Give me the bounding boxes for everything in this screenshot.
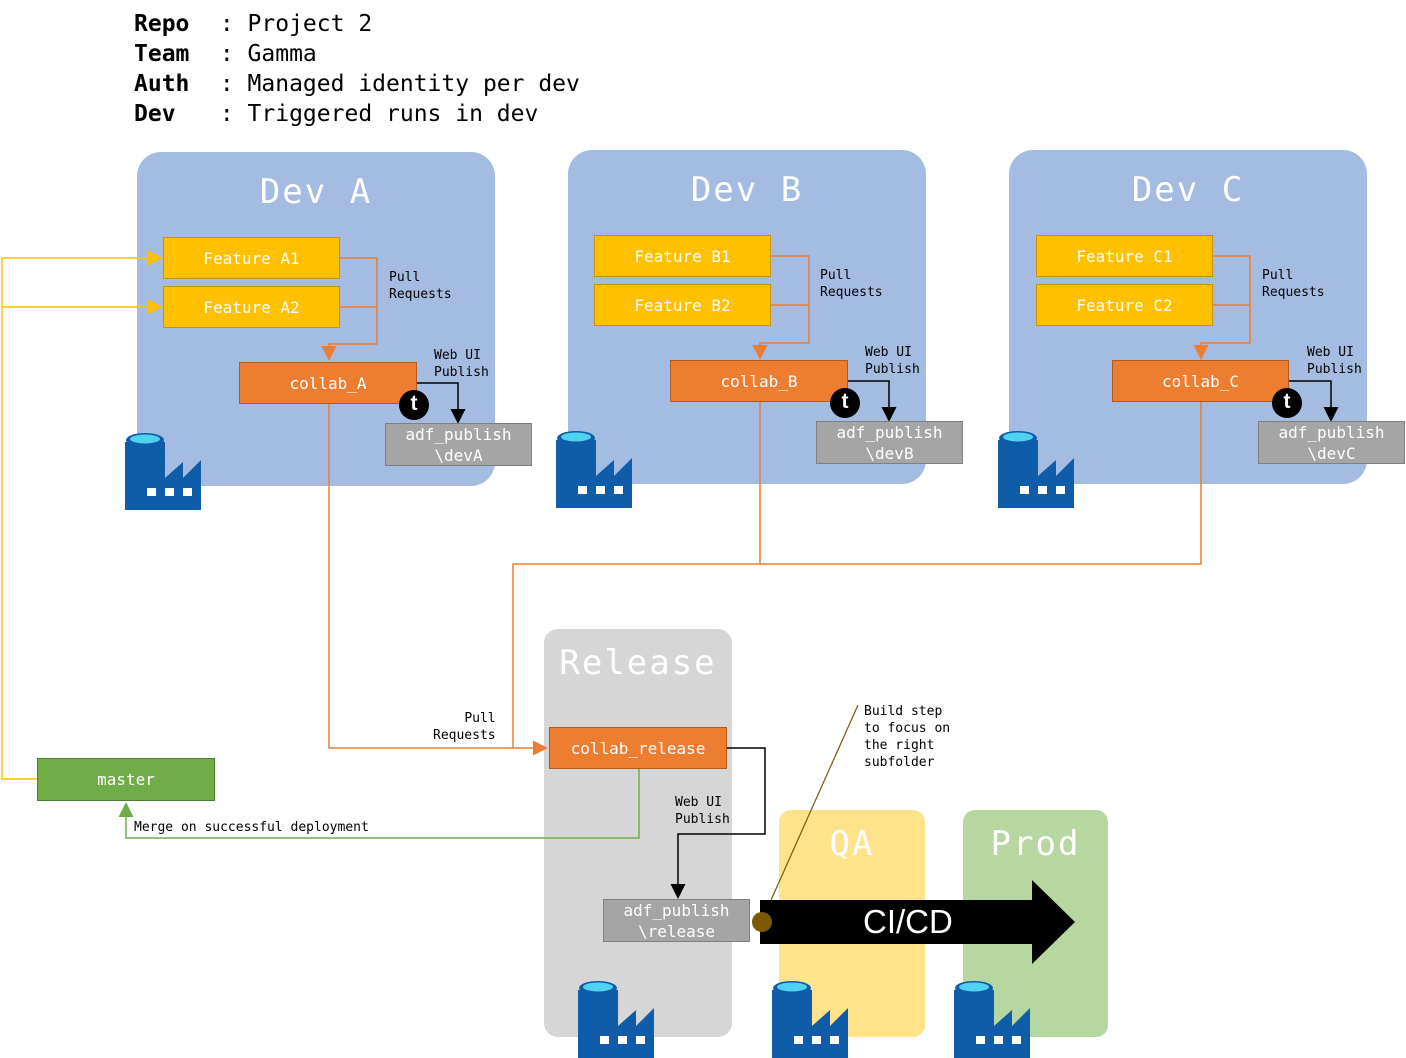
header-separator: :: [206, 11, 248, 37]
dev-a-pull-request-lines: [321, 257, 378, 361]
web-ui-publish-lines: [417, 380, 1339, 899]
header-key: Dev: [134, 101, 176, 127]
feature-c1[interactable]: Feature C1: [1036, 235, 1213, 277]
feature-b2[interactable]: Feature B2: [594, 284, 771, 326]
header-team: Team : Gamma: [134, 39, 317, 69]
header-dev-value: Triggered runs in dev: [247, 101, 539, 127]
trigger-icon: t: [399, 390, 429, 420]
env-title: Dev C: [1131, 170, 1245, 210]
trigger-icon: t: [1272, 388, 1302, 418]
env-title: Prod: [990, 824, 1081, 864]
collab-to-release-lines: [328, 402, 1202, 756]
pull-requests-note: Pull Requests: [1262, 268, 1325, 300]
data-factory-icon: [998, 431, 1074, 508]
merge-to-master-line: [118, 769, 640, 839]
env-title: Release: [559, 643, 717, 683]
data-factory-icon: [954, 981, 1030, 1058]
header-auth-value: Managed identity per dev: [247, 71, 580, 97]
web-ui-publish-note: Web UI Publish: [675, 795, 730, 827]
adf-publish-dev-a[interactable]: adf_publish \devA: [385, 423, 532, 466]
data-factory-icon: [772, 981, 848, 1058]
web-ui-publish-note: Web UI Publish: [434, 348, 489, 380]
header-repo-value: Project 2: [247, 11, 373, 37]
header-key: Repo: [134, 11, 190, 37]
header-separator: :: [206, 101, 248, 127]
build-note-callout-line: [762, 704, 859, 919]
header-key: Auth: [134, 71, 190, 97]
collab-c[interactable]: collab_C: [1112, 360, 1289, 402]
header-auth: Auth : Managed identity per dev: [134, 69, 580, 99]
collab-a[interactable]: collab_A: [239, 362, 417, 404]
master-to-features-lines: [1, 250, 163, 780]
header-team-value: Gamma: [247, 41, 317, 67]
collab-release[interactable]: collab_release: [549, 727, 727, 769]
header-separator: :: [206, 41, 248, 67]
dev-b-pull-request-lines: [752, 255, 810, 360]
feature-b1[interactable]: Feature B1: [594, 235, 771, 277]
master-branch[interactable]: master: [37, 758, 215, 801]
adf-publish-dev-b[interactable]: adf_publish \devB: [816, 421, 963, 464]
header-dev: Dev : Triggered runs in dev: [134, 99, 538, 129]
pull-requests-note: Pull Requests: [820, 268, 883, 300]
header-key: Team: [134, 41, 190, 67]
pull-requests-note: Pull Requests: [389, 270, 452, 302]
env-title: Dev B: [690, 170, 804, 210]
pull-requests-note: Pull Requests: [433, 711, 496, 743]
web-ui-publish-note: Web UI Publish: [865, 345, 920, 377]
trigger-icon: t: [830, 388, 860, 418]
header-repo: Repo : Project 2: [134, 9, 372, 39]
data-factory-icon: [578, 981, 654, 1058]
env-release: Release: [544, 629, 732, 1037]
feature-a1[interactable]: Feature A1: [163, 237, 340, 279]
data-factory-icon: [556, 431, 632, 508]
data-factory-icon: [125, 433, 201, 510]
collab-b[interactable]: collab_B: [670, 360, 848, 402]
adf-publish-release[interactable]: adf_publish \release: [603, 899, 750, 942]
build-step-note: Build step to focus on the right subfold…: [864, 704, 951, 770]
env-title: Dev A: [259, 172, 373, 212]
env-title: QA: [829, 824, 875, 864]
feature-c2[interactable]: Feature C2: [1036, 284, 1213, 326]
cicd-label: CI/CD: [863, 903, 953, 940]
dev-c-pull-request-lines: [1193, 255, 1251, 360]
feature-a2[interactable]: Feature A2: [163, 286, 340, 328]
web-ui-publish-note: Web UI Publish: [1307, 345, 1362, 377]
adf-publish-dev-c[interactable]: adf_publish \devC: [1258, 421, 1405, 464]
header-separator: :: [206, 71, 248, 97]
merge-note: Merge on successful deployment: [134, 820, 369, 835]
build-step-marker: [752, 912, 772, 932]
